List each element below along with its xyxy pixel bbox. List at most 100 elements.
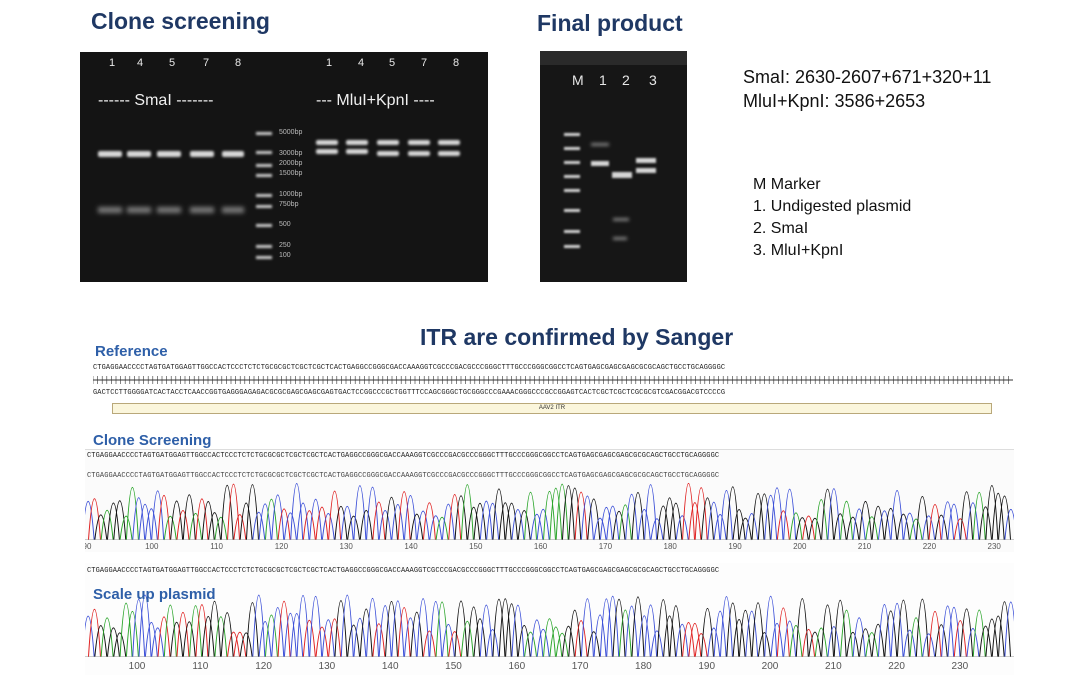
trace-peak (208, 601, 222, 658)
trace-peak (928, 503, 942, 541)
gel2-band (636, 158, 656, 163)
gel1-lane-label: 4 (137, 57, 144, 69)
gel1-band (190, 151, 214, 157)
trace-peak (214, 616, 228, 658)
trace-peak (542, 618, 557, 658)
position-tick-label: 210 (825, 661, 842, 672)
trace-peak (334, 600, 348, 658)
trace-peak (991, 492, 1005, 541)
gel1-lane-label: 7 (421, 57, 428, 69)
trace-peak (903, 629, 917, 658)
trace-peak (385, 497, 399, 541)
gel1-band (377, 140, 399, 145)
trace-peak (713, 610, 727, 658)
gel1-marker-label: 2000bp (279, 160, 303, 167)
trace-peak (663, 497, 677, 541)
gel1-marker-band (256, 194, 272, 197)
gel1-band (222, 151, 244, 157)
gel1-lane-label: 4 (358, 57, 365, 69)
trace-peak (498, 598, 512, 658)
trace-peak (144, 621, 158, 658)
trace-peak (637, 615, 651, 658)
trace-peak (650, 630, 664, 658)
trace-peak (960, 608, 974, 658)
trace-peak (776, 607, 790, 658)
gel1-band (98, 207, 122, 213)
trace-peak (517, 509, 531, 541)
trace-peak (524, 491, 538, 541)
trace-peak (498, 502, 512, 541)
trace-peak (189, 513, 203, 541)
trace-peak (644, 604, 658, 658)
trace-peak (700, 497, 714, 541)
gel2-band (613, 237, 627, 240)
clone-position-axis: 9010011012013014015016017018019020021022… (85, 542, 1001, 551)
trace-peak (208, 512, 222, 541)
gel1-band (157, 151, 181, 157)
trace-peak (637, 508, 651, 541)
trace-peak (258, 503, 272, 541)
trace-peak (505, 502, 519, 541)
trace-peak (751, 602, 765, 658)
trace-peak (789, 625, 803, 658)
gel1-marker-band (256, 174, 272, 177)
gel1-band (127, 207, 151, 213)
trace-peak (890, 490, 904, 541)
trace-peak (132, 497, 146, 541)
gel1-band (222, 207, 244, 213)
trace-peak (302, 620, 316, 658)
trace-peak (682, 622, 696, 658)
gel1-band (438, 151, 460, 156)
trace-peak (840, 609, 854, 658)
trace-peak (448, 493, 462, 541)
trace-peak (694, 633, 708, 658)
gel1-mlui-kpni-label: --- MluI+KpnI ---- (316, 92, 435, 109)
trace-peak (719, 596, 733, 658)
trace-peak (732, 619, 746, 658)
trace-peak (922, 515, 936, 541)
trace-peak (561, 485, 575, 541)
trace-peak (979, 625, 993, 658)
position-tick-label: 190 (728, 542, 742, 551)
reference-label: Reference (95, 343, 168, 360)
trace-peak (233, 632, 247, 658)
trace-peak (397, 607, 411, 658)
gel2-band (591, 161, 609, 166)
trace-peak (915, 599, 929, 658)
trace-peak (277, 508, 291, 541)
trace-peak (587, 498, 601, 541)
trace-peak (467, 506, 481, 541)
trace-peak (492, 599, 506, 658)
trace-peak (422, 630, 436, 658)
trace-peak (536, 508, 550, 541)
trace-peak (106, 627, 120, 658)
trace-peak (821, 488, 835, 541)
trace-peak (953, 518, 967, 541)
gel1-band (127, 151, 151, 157)
trace-peak (385, 601, 399, 658)
trace-peak (972, 609, 986, 658)
trace-peak (618, 609, 632, 658)
gel1-band (408, 140, 430, 145)
trace-peak (245, 484, 259, 541)
trace-peak (359, 509, 373, 541)
position-tick-label: 170 (599, 542, 613, 551)
trace-peak (460, 620, 474, 658)
trace-peak (264, 614, 278, 658)
trace-peak (593, 517, 607, 541)
trace-peak (650, 518, 664, 541)
trace-peak (852, 617, 866, 658)
position-tick-label: 90 (85, 542, 92, 551)
position-tick-label: 120 (255, 661, 272, 672)
trace-peak (119, 602, 133, 658)
trace-peak (947, 503, 961, 541)
trace-peak (738, 517, 752, 541)
trace-peak (909, 617, 923, 658)
trace-peak (877, 510, 891, 541)
trace-peak (372, 501, 386, 541)
gel2-lane-label: 3 (649, 72, 657, 88)
trace-peak (85, 616, 95, 658)
trace-peak (195, 604, 209, 658)
trace-peak (416, 510, 430, 541)
